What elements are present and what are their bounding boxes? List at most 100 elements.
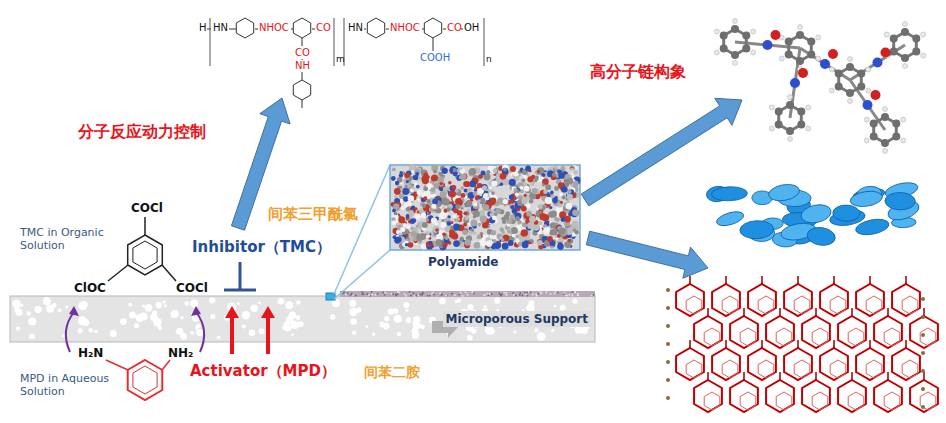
atom-dot xyxy=(561,186,568,193)
pore xyxy=(78,328,83,333)
layer-dot xyxy=(487,293,489,295)
framework-link xyxy=(905,276,907,284)
pore xyxy=(384,316,389,321)
atom-dot xyxy=(550,191,554,195)
pore xyxy=(551,329,555,333)
framework-ring xyxy=(730,316,758,348)
bond xyxy=(162,265,176,281)
layer-dot xyxy=(418,294,420,296)
layer-dot xyxy=(465,291,467,293)
blob xyxy=(711,186,747,201)
framework-ring xyxy=(722,360,738,378)
atom-dot xyxy=(550,222,556,228)
annotation-label: Inhibitor（TMC） xyxy=(192,238,331,256)
layer-dot xyxy=(410,294,412,296)
atom-dot xyxy=(457,217,462,222)
atom-dot xyxy=(549,229,555,235)
atom xyxy=(769,105,774,110)
atom-dot xyxy=(446,207,450,211)
atom-dot xyxy=(457,210,463,216)
atom-dot xyxy=(440,182,443,185)
framework-link xyxy=(815,372,817,380)
nitrogen-atom xyxy=(820,59,830,69)
nitrogen-atom xyxy=(790,78,800,88)
framework-link xyxy=(851,372,853,380)
atom-dot xyxy=(528,241,531,244)
framework-ring xyxy=(856,348,884,380)
layer-dot xyxy=(352,294,354,296)
framework-ring xyxy=(712,284,740,316)
framework-ring xyxy=(776,328,792,346)
layer-dot xyxy=(471,291,473,293)
atom-dot xyxy=(410,188,414,192)
framework-link xyxy=(887,308,889,316)
pore xyxy=(164,304,167,307)
bond xyxy=(291,29,293,30)
layer-dot xyxy=(462,295,464,297)
atom-dot xyxy=(426,241,432,247)
atom-dot xyxy=(474,186,477,189)
chain-conformation-model xyxy=(714,19,925,154)
activator-arrow xyxy=(261,306,275,354)
annotation-label: 间苯二胺 xyxy=(364,364,420,381)
atom-dot xyxy=(499,236,503,240)
node-label: Polyamide xyxy=(428,255,498,269)
atom-dot xyxy=(521,229,528,236)
bond xyxy=(106,360,128,370)
annotation-label: CO xyxy=(295,47,310,59)
atom xyxy=(890,35,898,43)
layer-dot xyxy=(439,292,441,294)
layer-dot xyxy=(451,293,453,295)
pore xyxy=(278,298,285,305)
pore xyxy=(372,333,376,337)
blob xyxy=(833,205,860,222)
bond xyxy=(108,265,128,281)
atom-dot xyxy=(435,222,438,225)
nitrogen-atom xyxy=(873,58,883,68)
zoom-marker xyxy=(326,293,335,300)
pore xyxy=(16,326,20,330)
pore xyxy=(287,303,293,309)
diffusion-arrowhead xyxy=(69,306,79,316)
atom xyxy=(806,126,811,131)
pore xyxy=(34,306,41,313)
atom-dot xyxy=(566,203,573,210)
framework-link xyxy=(779,372,781,380)
annotation-label: 间苯三甲酰氯 xyxy=(268,205,358,223)
atom-dot xyxy=(564,241,571,248)
layer-dot xyxy=(572,292,574,294)
layer-dot xyxy=(591,295,593,297)
bond xyxy=(302,100,303,108)
layer-dot xyxy=(377,293,379,295)
atom-dot xyxy=(473,203,480,210)
pore xyxy=(58,309,62,313)
framework-link xyxy=(923,308,925,316)
bond xyxy=(386,29,389,30)
atom xyxy=(848,57,853,62)
framework-ring xyxy=(812,392,828,410)
layer-dot xyxy=(397,293,399,295)
ion xyxy=(921,369,925,373)
layer-dot xyxy=(368,294,370,296)
pore xyxy=(296,315,301,320)
framework-link xyxy=(797,276,799,284)
pore xyxy=(573,299,578,304)
layer-dot xyxy=(489,293,491,295)
pore xyxy=(190,331,194,335)
layer-dot xyxy=(524,292,526,294)
pore xyxy=(28,317,36,325)
atom-dot xyxy=(442,168,448,174)
atom-dot xyxy=(562,196,566,200)
framework-ring xyxy=(866,360,882,378)
pore xyxy=(152,310,157,315)
pore xyxy=(537,332,546,341)
pore xyxy=(439,298,446,305)
framework-ring xyxy=(892,348,920,380)
layer-dot xyxy=(446,295,448,297)
framework-link xyxy=(761,340,763,348)
framework-link xyxy=(743,372,745,380)
layer-dot xyxy=(506,294,508,296)
pore xyxy=(554,305,556,307)
stick xyxy=(850,45,905,80)
atom-dot xyxy=(436,239,443,246)
